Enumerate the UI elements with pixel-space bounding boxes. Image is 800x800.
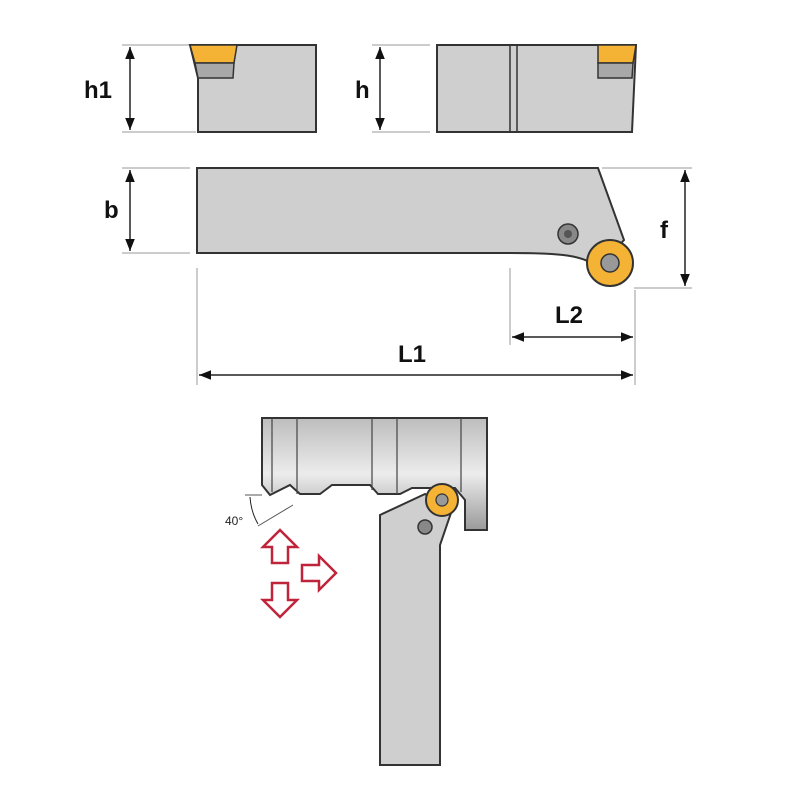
workpiece [261,417,488,531]
arrow-up-icon [259,528,301,565]
front-view-right [372,44,638,133]
dim-label-L1: L1 [398,341,426,368]
side-view [122,167,692,385]
arrow-right-icon [300,552,338,594]
dim-label-h1: h1 [84,77,112,104]
front-view-left [122,44,317,133]
dim-label-h: h [355,77,370,104]
application-view [245,417,488,766]
tool-holder [379,492,454,766]
dim-label-b: b [104,197,119,224]
screw-icon [417,519,433,535]
angle-label: 40° [225,514,243,528]
dim-label-L2: L2 [555,302,583,329]
insert-top [189,44,238,64]
arrow-down-icon [259,581,301,619]
insert-top [597,44,637,64]
dim-label-f: f [660,217,669,244]
